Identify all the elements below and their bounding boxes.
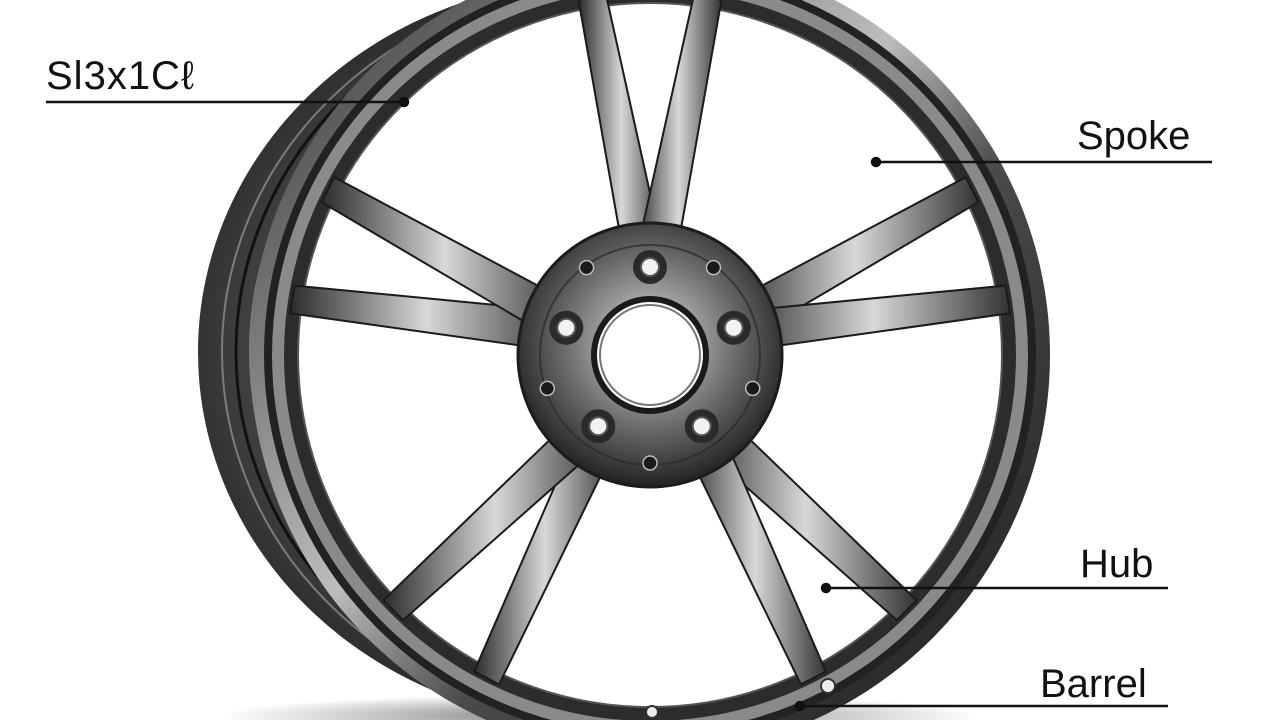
hub [516, 221, 784, 489]
label-barrel: Barrel [1040, 662, 1147, 706]
label-top-left: Sl3x1Cℓ [46, 54, 195, 98]
lug-hole-center [723, 317, 744, 338]
label-hub: Hub [1080, 542, 1154, 586]
spokes [288, 0, 1012, 686]
vent-hole [744, 380, 761, 397]
vent-hole [578, 259, 595, 276]
valve-stem [645, 705, 659, 719]
vent-hole [642, 455, 658, 471]
vent-hole [539, 380, 556, 397]
label-spoke: Spoke [1077, 114, 1191, 158]
lug-hole-center [691, 416, 712, 437]
lug-hole-center [588, 416, 609, 437]
lug-holes [539, 250, 761, 471]
lug-hole-center [556, 317, 577, 338]
rim-bolt [820, 678, 836, 694]
lug-hole-center [640, 257, 660, 277]
vent-hole [705, 259, 722, 276]
leader-lines [46, 96, 1212, 712]
